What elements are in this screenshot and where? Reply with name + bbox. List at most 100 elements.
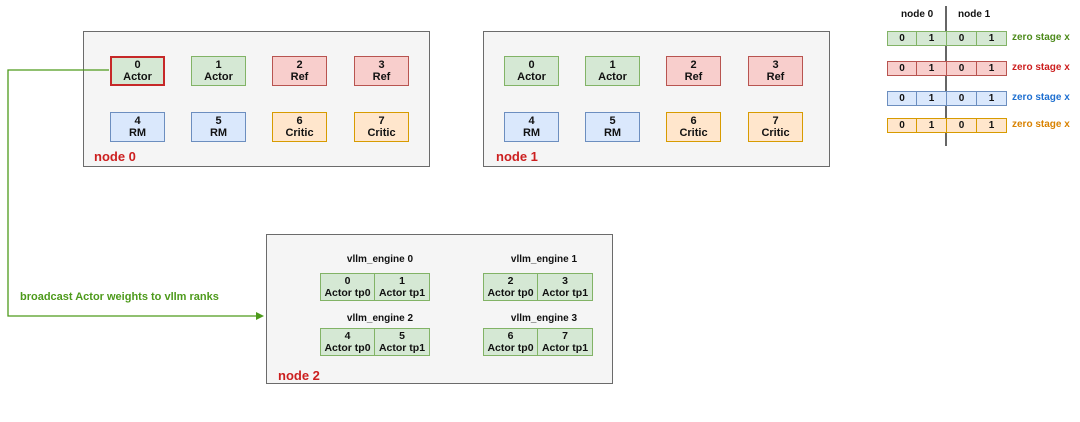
rank-num: 2 <box>296 59 303 71</box>
rank-num: 5 <box>609 115 616 127</box>
rank-role: Actor tp1 <box>541 342 589 354</box>
node-0-label: node 0 <box>94 149 136 164</box>
rank-role: Actor tp0 <box>487 342 534 354</box>
rank-num: 5 <box>399 330 405 342</box>
engine-0-title: vllm_engine 0 <box>346 254 414 265</box>
rank-num: 7 <box>772 115 779 127</box>
legend-row-orange: 0 1 0 1 <box>887 118 1007 133</box>
legend-label-red: zero stage x <box>1012 62 1070 73</box>
rank-role: Actor <box>123 71 152 83</box>
rank-role: Actor <box>517 71 546 83</box>
legend-label-blue: zero stage x <box>1012 92 1070 103</box>
legend-cell: 1 <box>917 118 947 133</box>
rank-role: Critic <box>367 127 396 139</box>
legend-label-green: zero stage x <box>1012 32 1070 43</box>
rank-num: 4 <box>528 115 535 127</box>
rank-num: 3 <box>562 275 568 287</box>
rank-num: 1 <box>399 275 405 287</box>
rank-role: RM <box>209 127 228 139</box>
rank-num: 5 <box>215 115 222 127</box>
legend-cell: 1 <box>977 61 1007 76</box>
legend-cell: 0 <box>887 118 917 133</box>
rank-num: 7 <box>562 330 568 342</box>
node-1-label: node 1 <box>496 149 538 164</box>
rank-role: RM <box>603 127 622 139</box>
legend-row-red: 0 1 0 1 <box>887 61 1007 76</box>
rank-num: 2 <box>507 275 514 287</box>
rank-num: 3 <box>772 59 779 71</box>
rank-role: Critic <box>285 127 314 139</box>
legend-row-blue: 0 1 0 1 <box>887 91 1007 106</box>
rank-role: Ref <box>372 71 391 83</box>
rank-role: Actor tp0 <box>324 287 371 299</box>
rank-num: 7 <box>378 115 385 127</box>
engine-3-title: vllm_engine 3 <box>510 313 578 324</box>
rank-role: Actor tp0 <box>324 342 371 354</box>
rank-role: Actor tp1 <box>541 287 589 299</box>
rank-role: Ref <box>684 71 703 83</box>
rank-num: 0 <box>528 59 535 71</box>
legend-node0-header: node 0 <box>901 9 934 20</box>
rank-num: 0 <box>344 275 351 287</box>
rank-num: 1 <box>215 59 222 71</box>
rank-role: Ref <box>290 71 309 83</box>
legend-cell: 0 <box>947 118 977 133</box>
broadcast-arrow-head <box>256 312 264 320</box>
legend-cell: 0 <box>947 61 977 76</box>
engine-1-title: vllm_engine 1 <box>510 254 578 265</box>
legend-cell: 1 <box>917 91 947 106</box>
rank-role: RM <box>522 127 541 139</box>
rank-role: Actor tp1 <box>378 342 426 354</box>
rank-num: 2 <box>690 59 697 71</box>
rank-num: 6 <box>296 115 303 127</box>
legend-cell: 0 <box>947 91 977 106</box>
rank-role: Actor <box>598 71 627 83</box>
rank-num: 4 <box>134 115 141 127</box>
legend-node1-header: node 1 <box>958 9 991 20</box>
broadcast-label: broadcast Actor weights to vllm ranks <box>20 291 219 303</box>
rank-role: Actor tp0 <box>487 287 534 299</box>
legend-cell: 0 <box>947 31 977 46</box>
rank-role: RM <box>128 127 147 139</box>
rank-role: Ref <box>766 71 785 83</box>
node-2-label: node 2 <box>278 368 320 383</box>
legend-cell: 0 <box>887 61 917 76</box>
legend-row-green: 0 1 0 1 <box>887 31 1007 46</box>
legend-label-orange: zero stage x <box>1012 119 1070 130</box>
engine-2-title: vllm_engine 2 <box>346 313 414 324</box>
rank-num: 3 <box>378 59 385 71</box>
legend-cell: 1 <box>917 31 947 46</box>
legend-cell: 1 <box>977 31 1007 46</box>
